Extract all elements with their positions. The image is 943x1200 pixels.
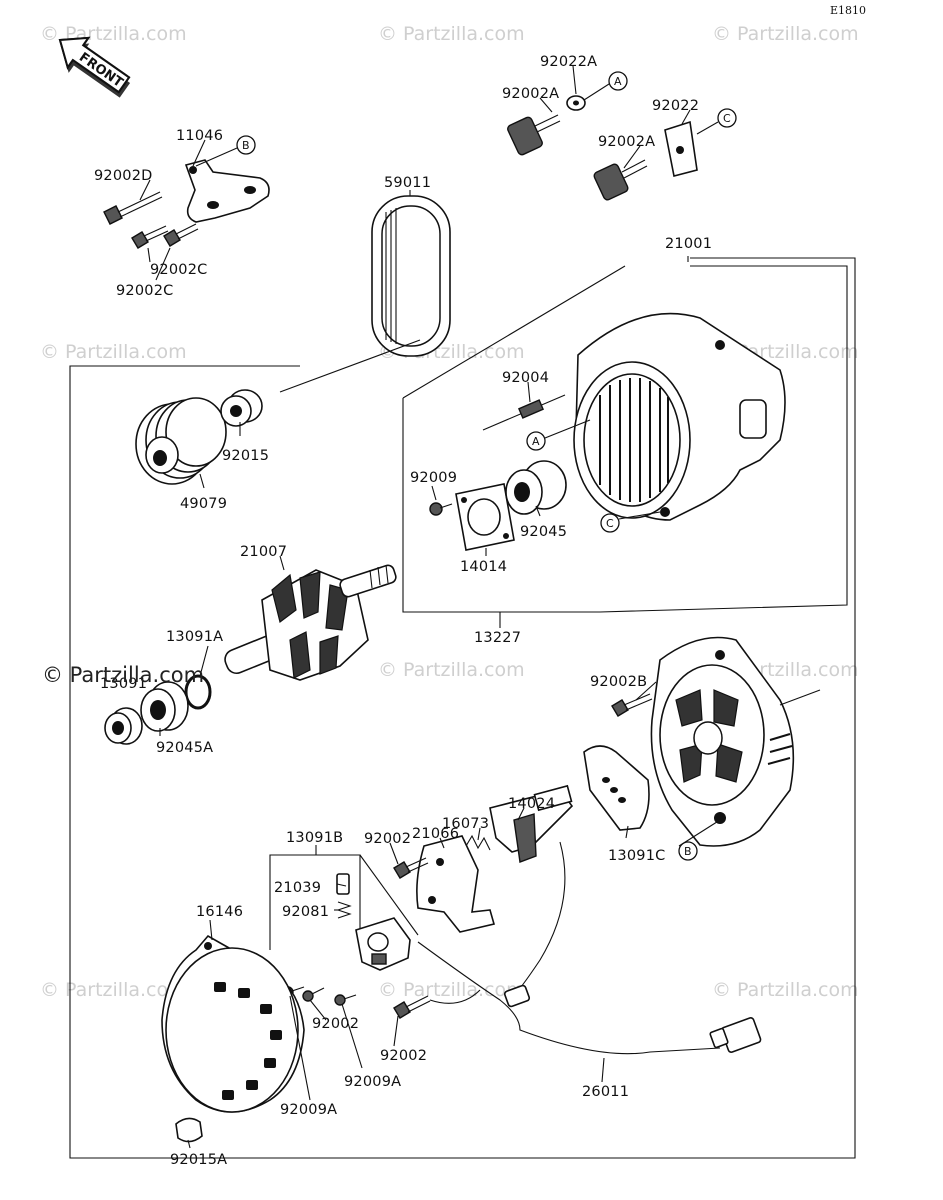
belt-59011 [371,195,451,357]
drawing-code: E1810 [830,4,866,17]
assembly-outline [69,256,856,1159]
label-92002A-upper: 92002A [502,86,559,102]
plate-14014 [455,483,515,551]
label-21007: 21007 [240,544,287,560]
washer-92022A [566,95,586,111]
front-arrow-icon: FRONT [58,36,131,98]
part-labels: 92022A 92002A 92022 92002A 11046 92002D … [94,54,712,1168]
label-13091: 13091 [100,676,147,692]
label-11046: 11046 [176,128,223,144]
bearing-92045 [505,460,567,515]
label-14024: 14024 [508,796,555,812]
label-92002A-lower: 92002A [598,134,655,150]
bolt-92002A-upper [507,114,561,156]
label-13091B: 13091B [286,830,343,846]
bolt-92002B [611,693,653,717]
screw-92009A-right [334,994,357,1006]
screw-92009 [429,502,453,516]
oring-13091A [184,674,212,710]
label-92009A-right: 92009A [344,1074,401,1090]
screw-92002-small [302,987,325,1002]
label-13091A: 13091A [166,629,223,645]
regulator-21066 [416,835,495,933]
rotor-21007 [224,564,397,681]
ref-c-lower: C [600,511,661,533]
bolt-92002C-b [163,223,199,247]
spring-16073 [465,834,491,851]
label-14014: 14014 [460,559,507,575]
ref-b-lower: B [678,819,721,861]
label-92009: 92009 [410,470,457,486]
label-13091C: 13091C [608,848,665,864]
label-92002-upper: 92002 [364,831,411,847]
leader-lines [139,65,821,1149]
group-bracket-13091B [269,845,419,950]
bearing-92045A [140,681,189,732]
label-16146: 16146 [196,904,243,920]
label-92015: 92015 [222,448,269,464]
rear-housing [650,636,795,847]
nut-92015A [175,1117,203,1143]
ref-a-lower: A [526,419,591,451]
spring-92081 [336,901,352,919]
harness-26011 [417,841,762,1055]
nut-92015 [220,389,263,427]
label-49079: 49079 [180,496,227,512]
brush-holder-assy [355,917,411,971]
label-16073: 16073 [442,816,489,832]
watermark: © Partzilla.com [712,23,859,45]
bolt-92002-lower [393,995,431,1019]
svg-text:C: C [723,112,731,125]
label-92015A: 92015A [170,1152,227,1168]
plate-92022 [664,120,698,177]
pulley-49079 [135,397,227,485]
label-59011: 59011 [384,175,431,191]
svg-text:A: A [614,75,622,88]
label-92004: 92004 [502,370,549,386]
rectifier-13091C [583,745,650,831]
label-92022A: 92022A [540,54,597,70]
front-housing-21001 [573,312,786,521]
label-21039: 21039 [274,880,321,896]
svg-text:C: C [606,517,614,530]
cover-16146 [161,934,305,1113]
watermark: © Partzilla.com [712,979,859,1001]
label-92002B: 92002B [590,674,647,690]
ref-a-upper: A [583,71,628,101]
label-92002C-b: 92002C [116,283,173,299]
bolt-92002-upper [393,857,429,879]
seal-13091 [104,707,143,745]
watermark: © Partzilla.com [378,659,525,681]
label-92022: 92022 [652,98,699,114]
svg-text:B: B [242,139,250,152]
label-92009A-left: 92009A [280,1102,337,1118]
bolt-92002D [103,191,163,225]
label-21066: 21066 [412,826,459,842]
label-92002-mid: 92002 [312,1016,359,1032]
watermark: © Partzilla.com [40,979,187,1001]
label-92045A: 92045A [156,740,213,756]
ref-b-upper: B [195,135,256,167]
bracket-11046 [184,159,270,223]
label-92081: 92081 [282,904,329,920]
stud-92004 [482,394,566,431]
label-92045: 92045 [520,524,567,540]
bolt-92002C-a [131,225,169,249]
label-92002D: 92002D [94,168,153,184]
watermark-dark: © Partzilla.com [42,663,204,687]
label-92002C-a: 92002C [150,262,207,278]
label-21001: 21001 [665,236,712,252]
svg-text:A: A [532,435,540,448]
watermark: © Partzilla.com [40,341,187,363]
watermark: © Partzilla.com [378,23,525,45]
ref-c-upper: C [696,108,737,135]
svg-text:B: B [684,845,692,858]
label-92002-lower: 92002 [380,1048,427,1064]
brush-holder-14024 [489,784,574,863]
bolt-92002A-lower [593,159,648,201]
watermark: © Partzilla.com [378,979,525,1001]
label-13227: 13227 [474,630,521,646]
label-26011: 26011 [582,1084,629,1100]
